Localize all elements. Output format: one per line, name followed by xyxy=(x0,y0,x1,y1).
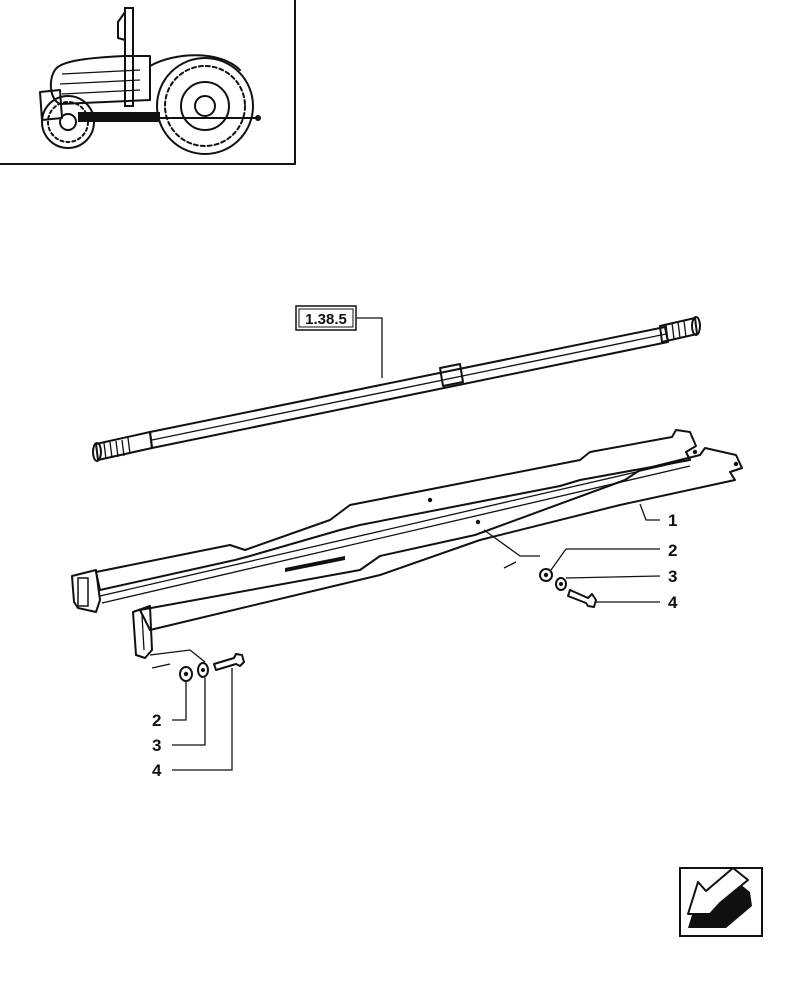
reference-box: 1.38.5 xyxy=(295,305,357,331)
reference-label: 1.38.5 xyxy=(305,311,347,328)
callout-3-right: 3 xyxy=(668,567,677,586)
callout-2-left: 2 xyxy=(152,711,161,730)
callout-2-right: 2 xyxy=(668,541,677,560)
leader-lines xyxy=(172,317,661,771)
left-hardware xyxy=(179,653,245,682)
callout-1: 1 xyxy=(668,511,677,530)
shaft-guard xyxy=(71,429,743,669)
previous-page-arrow-icon[interactable] xyxy=(679,867,763,937)
callout-3-left: 3 xyxy=(152,736,161,755)
right-hardware xyxy=(539,568,597,608)
tractor-location-icon xyxy=(0,0,296,165)
propeller-shaft xyxy=(92,316,701,462)
callout-4-left: 4 xyxy=(152,761,162,780)
callout-4-right: 4 xyxy=(668,593,678,612)
